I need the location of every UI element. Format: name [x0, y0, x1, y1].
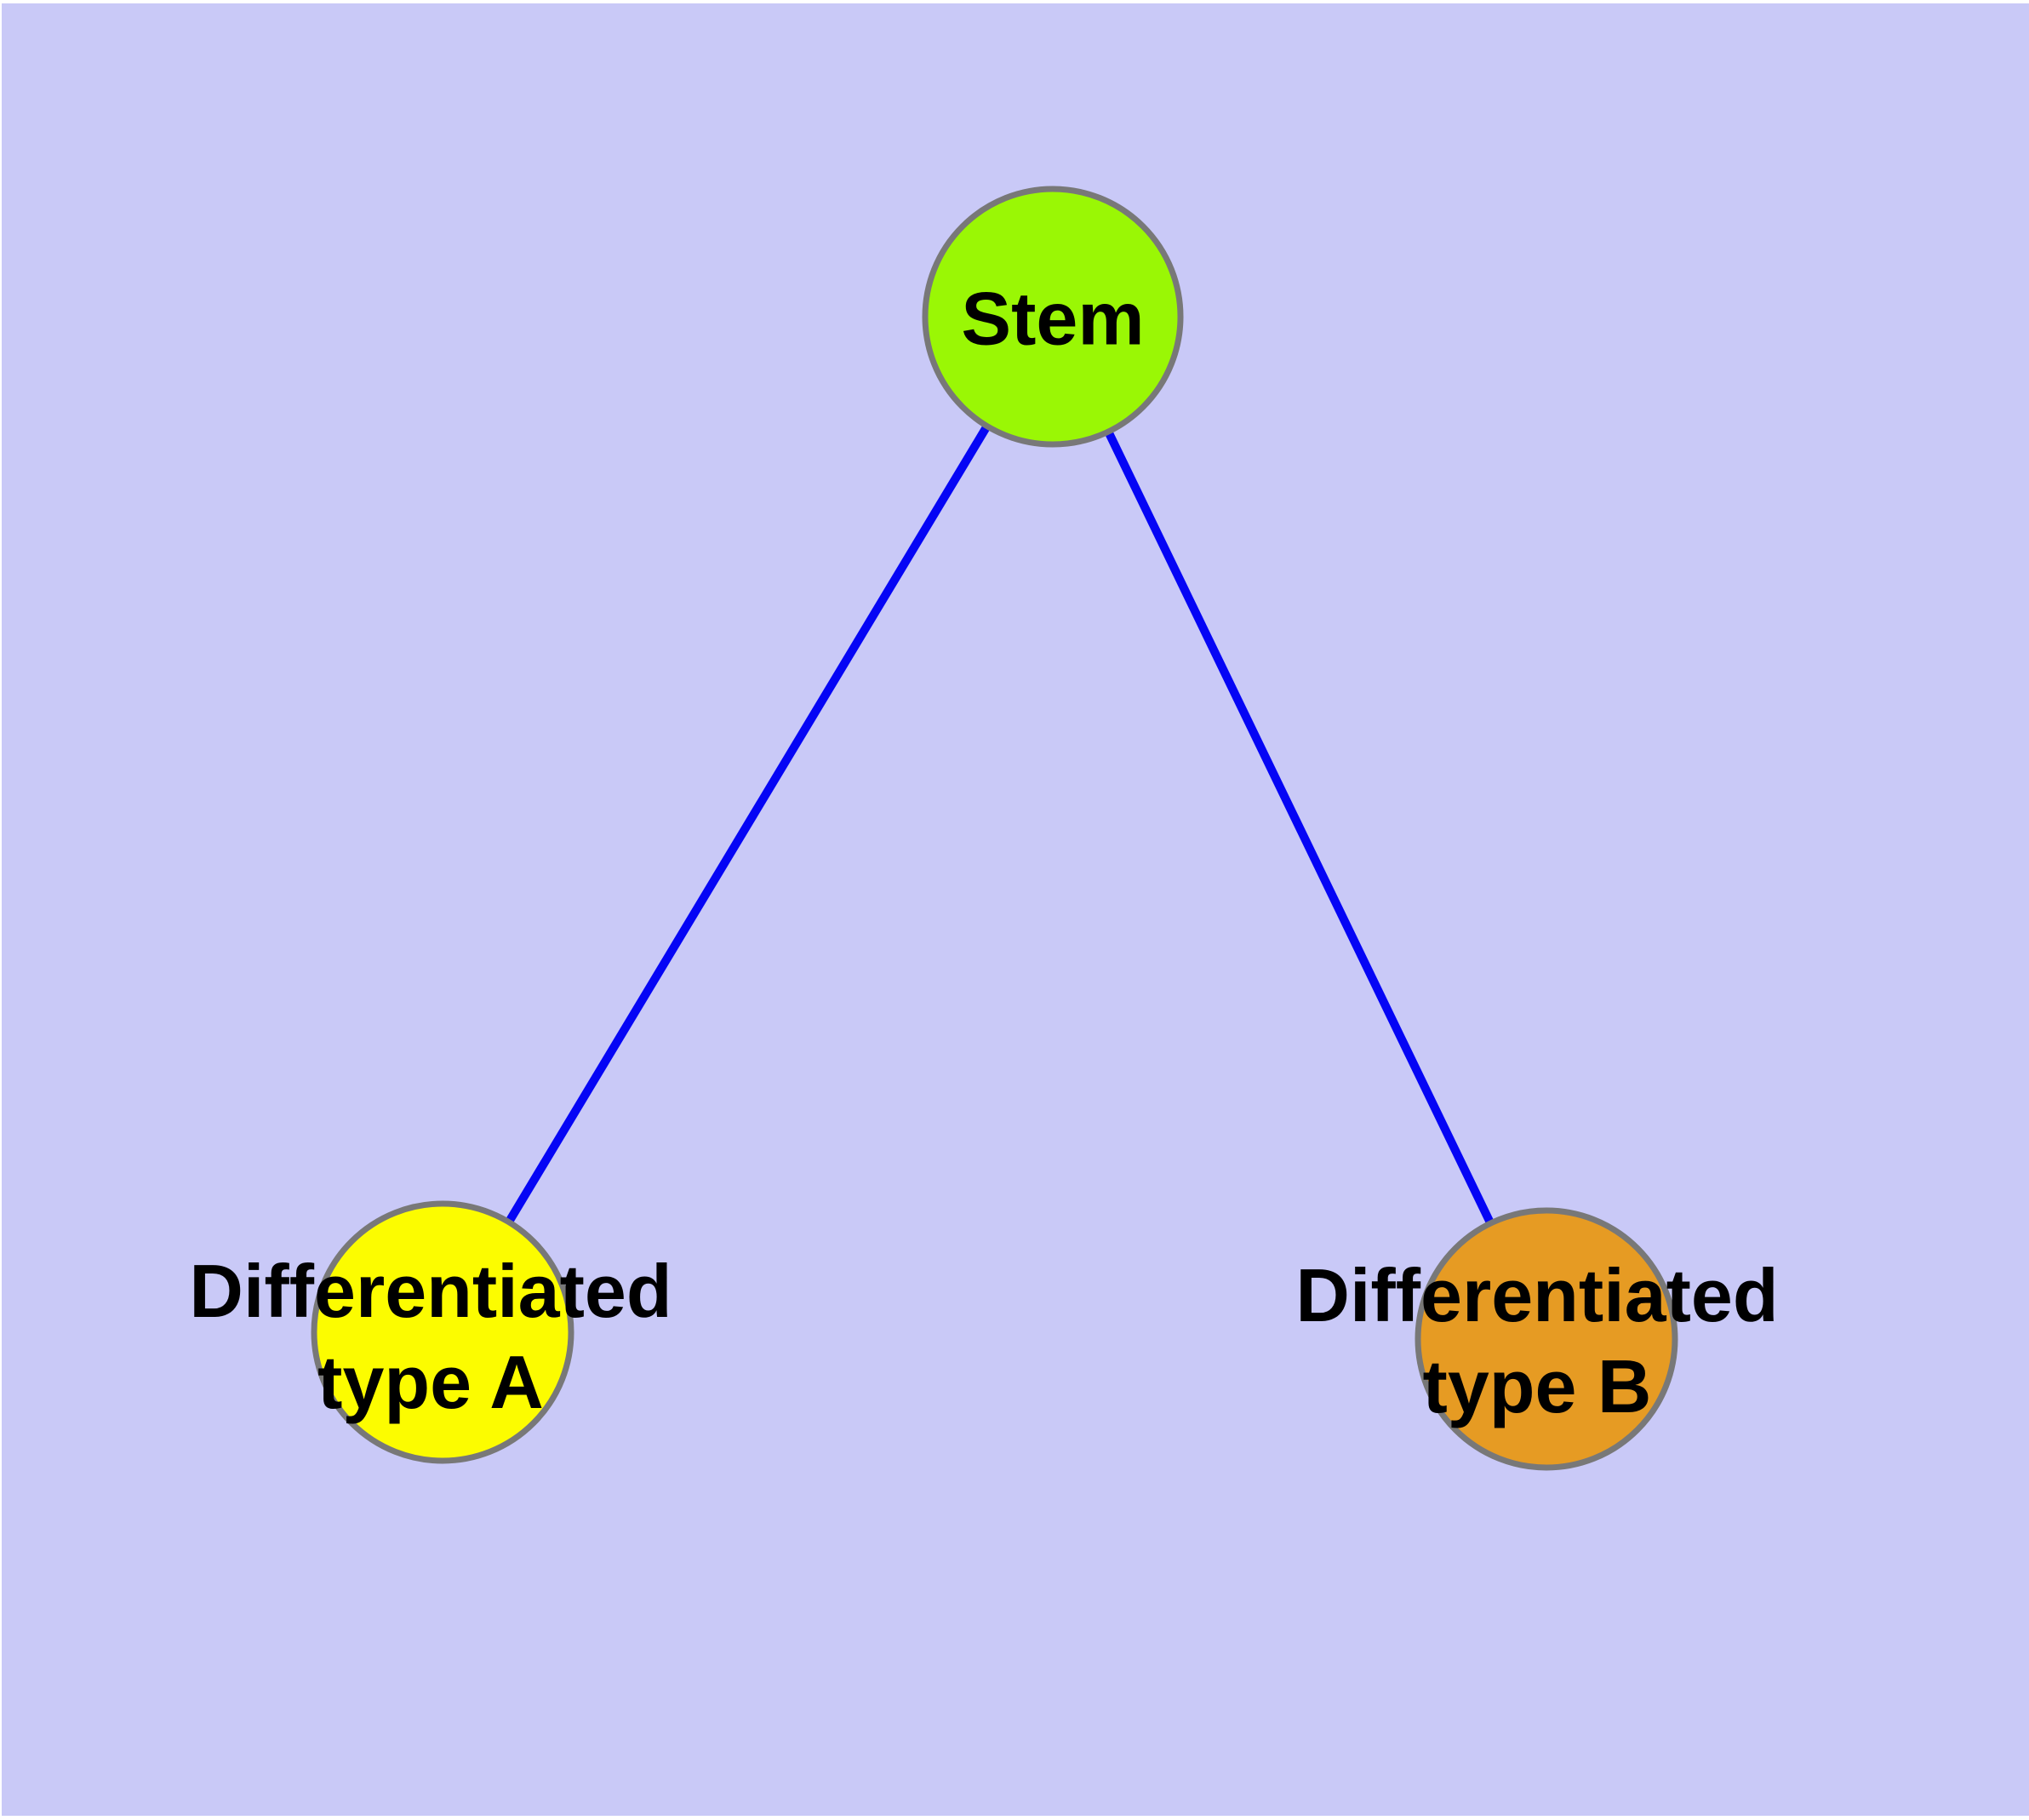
edge-stem-to-differentiated-type-b	[1049, 314, 1551, 1342]
node-differentiated-type-b-label: Differentiated type B	[1295, 1253, 1779, 1428]
node-stem	[922, 186, 1184, 448]
node-differentiated-type-a-label: Differentiated type A	[189, 1249, 672, 1424]
node-differentiated-type-b	[1415, 1207, 1678, 1471]
edge-stem-to-differentiated-type-a	[438, 314, 1057, 1335]
node-differentiated-type-a	[311, 1200, 574, 1464]
node-stem-label: Stem	[961, 276, 1145, 361]
